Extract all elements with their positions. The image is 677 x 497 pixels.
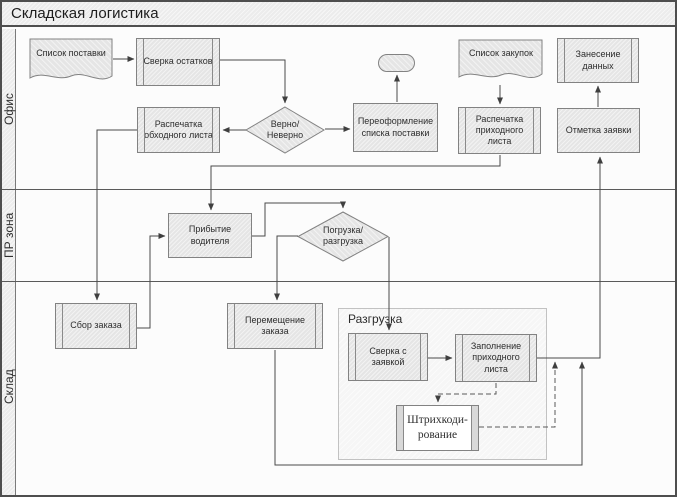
node-sverka-s-zayavkoy: Сверка с заявкой [348,333,428,381]
solid-connectors [94,56,603,466]
diagram-title: Складская логистика [11,5,159,22]
node-peremeshchenie-zakaza: Перемещение заказа [227,303,323,349]
node-pribytie-voditelya: Прибытие водителя [168,213,252,258]
node-zanesenie-dannykh: Занесение данных [557,38,639,83]
node-raspechatka-obkhodnogo-lista-label: Распечатка обходного листа [144,118,213,140]
node-sbor-zakaza-label: Сбор заказа [70,320,122,331]
node-pribytie-voditelya-label: Прибытие водителя [188,224,232,246]
node-raspechatka-prikhodnogo-lista-label: Распечатка приходного листа [475,113,524,147]
document-shape-spisok-postavki [29,38,113,80]
node-zapolnenie-prikhodnogo-lista: Заполнение приходного листа [455,334,537,382]
node-sverka-s-zayavkoy-label: Сверка с заявкой [369,345,407,367]
node-sverka-ostatkov: Сверка остатков [136,38,220,86]
decision-shape-pogruzka-razgruzka [296,211,390,262]
lane-separator-przone-warehouse [2,281,675,282]
node-zanesenie-dannykh-label: Занесение данных [575,49,621,71]
lane-separator-office-przone [2,189,675,190]
node-sbor-zakaza: Сбор заказа [55,303,137,349]
node-shtrikhkodirovanie: Штрихкоди- рование [396,405,479,451]
node-raspechatka-prikhodnogo-lista: Распечатка приходного листа [458,107,541,154]
terminator-shape [378,54,415,72]
decision-shape-verno-neverno [245,106,325,154]
node-sverka-ostatkov-label: Сверка остатков [143,56,213,67]
document-shape-spisok-zakupok [458,39,543,79]
node-pereoformlenie-spiska-postavki: Переоформление списка поставки [353,103,438,152]
dashed-connectors [435,361,558,428]
node-otmetka-zayavki: Отметка заявки [557,108,640,153]
node-pereoformlenie-spiska-postavki-label: Переоформление списка поставки [357,116,434,138]
node-peremeshchenie-zakaza-label: Перемещение заказа [245,314,305,336]
node-shtrikhkodirovanie-label: Штрихкоди- рование [407,414,468,441]
node-raspechatka-obkhodnogo-lista: Распечатка обходного листа [137,107,220,153]
node-zapolnenie-prikhodnogo-lista-label: Заполнение приходного листа [470,341,522,374]
node-otmetka-zayavki-label: Отметка заявки [565,124,632,135]
diagram-title-band: Складская логистика [2,2,675,27]
lane-label-column [2,29,16,495]
